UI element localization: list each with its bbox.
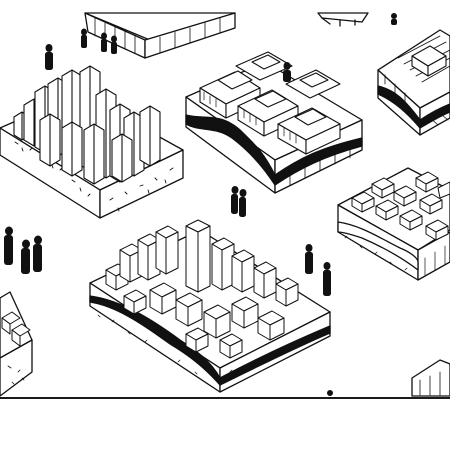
figure-pair-center (231, 186, 247, 217)
figure-small-bottom (327, 390, 333, 396)
figure-group-right (305, 244, 331, 296)
top-right-partial-block (317, 12, 369, 27)
people-figures (4, 13, 397, 396)
bottom-right-partial-block (411, 359, 450, 397)
figure-group-left (4, 226, 42, 274)
figure-single-top-right (283, 62, 291, 82)
low-rise-block (337, 167, 450, 281)
left-partial-block (0, 291, 33, 397)
figure-top-right-edge (391, 13, 397, 25)
bottom-border-line (0, 397, 450, 399)
figure-single-top-left (45, 44, 53, 70)
top-partial-block (84, 12, 236, 59)
four-courtyard-block (185, 51, 363, 194)
layered-city-block (89, 219, 331, 393)
blank-margin (0, 399, 450, 450)
dense-skyscraper-block (0, 65, 184, 219)
terraced-block (377, 29, 450, 136)
figure-group-top (81, 28, 117, 54)
